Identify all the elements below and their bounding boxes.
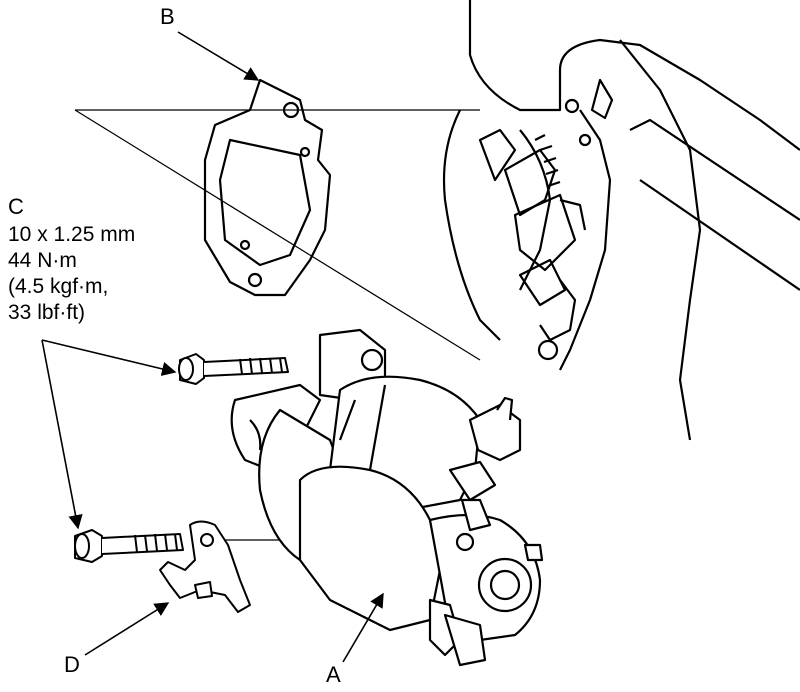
callout-leaders [41, 31, 384, 663]
torque-kgfm-spec: (4.5 kgf·m, [8, 275, 109, 298]
bolt-c-upper [178, 353, 289, 385]
bolt-size-spec: 10 x 1.25 mm [8, 223, 136, 246]
starter-motor-a [230, 328, 544, 667]
engine-block [442, 0, 800, 441]
torque-nm-spec: 44 N·m [8, 249, 77, 272]
gasket-b [203, 78, 332, 297]
callout-d-label: D [64, 652, 80, 677]
callout-c-label: C [8, 194, 24, 219]
bolt-c-lower [74, 529, 184, 563]
callout-a-label: A [326, 662, 341, 687]
torque-lbfft-spec: 33 lbf·ft) [8, 301, 86, 324]
callout-b-label: B [160, 4, 175, 29]
bracket-d [159, 520, 251, 613]
